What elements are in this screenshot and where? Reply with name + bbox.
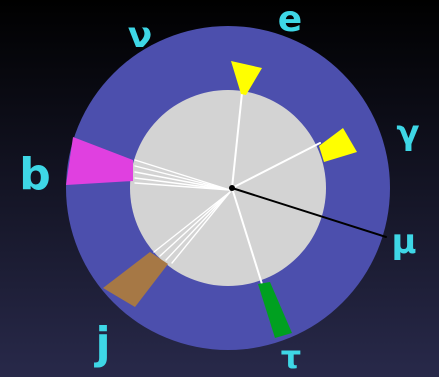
particle-labels: ν e γ b μ j τ: [19, 0, 419, 376]
b-jet-track: [134, 171, 231, 191]
muon-label: μ: [391, 222, 416, 262]
jet-deposit: [103, 252, 168, 307]
tracks: [134, 92, 387, 285]
photon-deposit: [319, 128, 357, 162]
jet-track: [171, 191, 231, 264]
jet-track: [159, 191, 231, 257]
tau-deposit: [258, 282, 292, 338]
b-jet-track: [134, 177, 231, 191]
inner-disc: [130, 90, 326, 286]
b-jet-deposit: [66, 137, 133, 185]
b-jet-tracks: [134, 159, 231, 191]
electron-label: e: [278, 0, 302, 40]
b-quark-label: b: [19, 149, 51, 200]
neutrino-label: ν: [128, 15, 153, 56]
muon-track: [231, 187, 387, 238]
tau-label: τ: [281, 338, 301, 376]
b-jet-track: [134, 165, 231, 191]
jet-tracks: [153, 191, 231, 264]
tau-track: [231, 187, 263, 285]
electron-track: [231, 92, 243, 189]
b-jet-track: [134, 182, 231, 191]
photon-label: γ: [396, 113, 419, 153]
interaction-vertex: [229, 185, 235, 191]
jet-track: [165, 191, 231, 261]
jet-label: j: [93, 318, 110, 369]
electron-deposit: [231, 61, 262, 95]
jet-track: [153, 191, 231, 253]
b-jet-track: [134, 159, 231, 191]
photon-track: [231, 142, 321, 189]
